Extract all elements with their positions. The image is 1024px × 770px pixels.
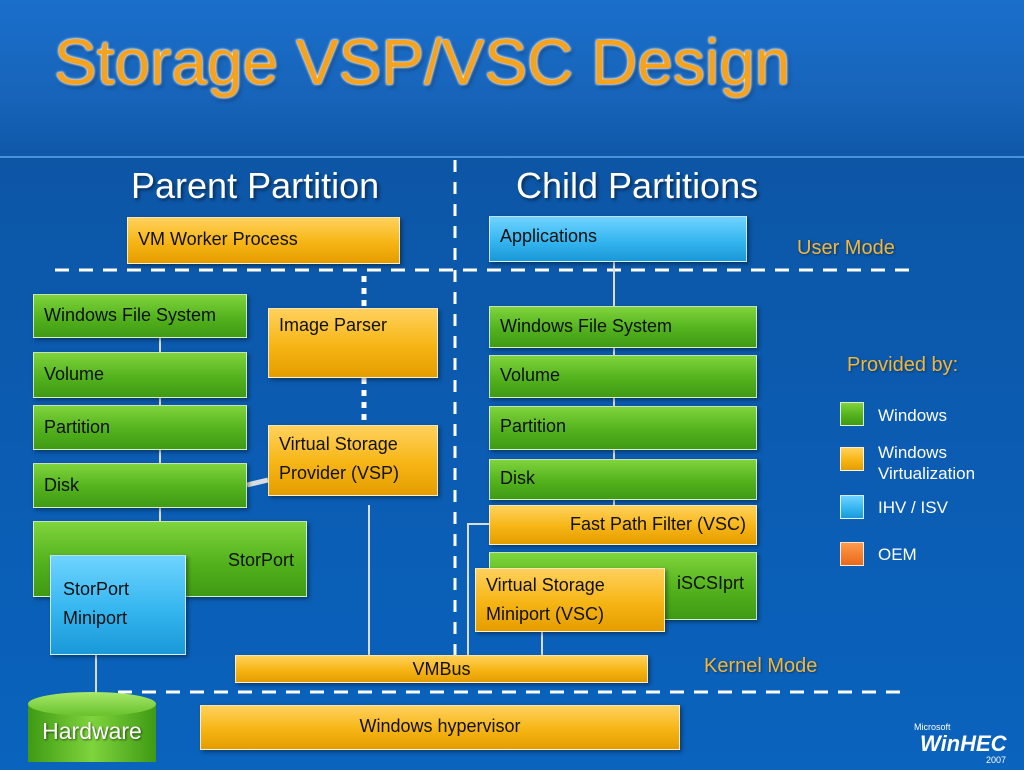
legend-swatch-virtualization [840, 447, 864, 471]
legend-swatch-oem [840, 542, 864, 566]
legend-label-windows: Windows [878, 406, 947, 425]
legend-title: Provided by: [847, 354, 959, 376]
logo-microsoft-text: Microsoft [914, 722, 951, 732]
parent-windows-file-system-box: Windows File System [33, 294, 247, 338]
image-parser-box: Image Parser [268, 308, 438, 378]
parent-partition-box: Partition [33, 405, 247, 450]
iscsiprt-label: iSCSIprt [676, 573, 744, 593]
storport-miniport-box: StorPort Miniport [50, 555, 186, 655]
kernel-mode-label: Kernel Mode [704, 655, 818, 677]
legend-label-ihv: IHV / ISV [878, 498, 948, 517]
legend-label-oem: OEM [878, 545, 917, 564]
parent-disk-box: Disk [33, 463, 247, 508]
hardware-cylinder-top [28, 692, 156, 716]
child-disk-box: Disk [489, 459, 757, 500]
hardware-label: Hardware [42, 718, 142, 744]
user-mode-label: User Mode [797, 237, 895, 259]
legend-label-virtualization: Windows Virtualization [878, 443, 976, 483]
vm-worker-process-box: VM Worker Process [127, 217, 400, 264]
legend-swatch-ihv [840, 495, 864, 519]
vmbus-box: VMBus [235, 655, 648, 683]
child-partition-box: Partition [489, 406, 757, 450]
winhec-logo: WinHEC [920, 731, 1007, 756]
logo-year: 2007 [986, 755, 1007, 765]
vsp-box: Virtual Storage Provider (VSP) [268, 425, 438, 496]
slide-title: Storage VSP/VSC Design [54, 26, 791, 98]
vsc-box: Virtual Storage Miniport (VSC) [475, 568, 665, 632]
legend-swatch-windows [840, 402, 864, 426]
hypervisor-box: Windows hypervisor [200, 705, 680, 750]
applications-box: Applications [489, 216, 747, 262]
child-partitions-heading: Child Partitions [516, 165, 759, 206]
child-windows-file-system-box: Windows File System [489, 306, 757, 348]
fast-path-filter-box: Fast Path Filter (VSC) [489, 505, 757, 545]
parent-partition-heading: Parent Partition [131, 165, 380, 206]
child-volume-box: Volume [489, 355, 757, 398]
storport-label: StorPort [227, 550, 294, 570]
parent-volume-box: Volume [33, 352, 247, 398]
title-background [0, 0, 1024, 158]
